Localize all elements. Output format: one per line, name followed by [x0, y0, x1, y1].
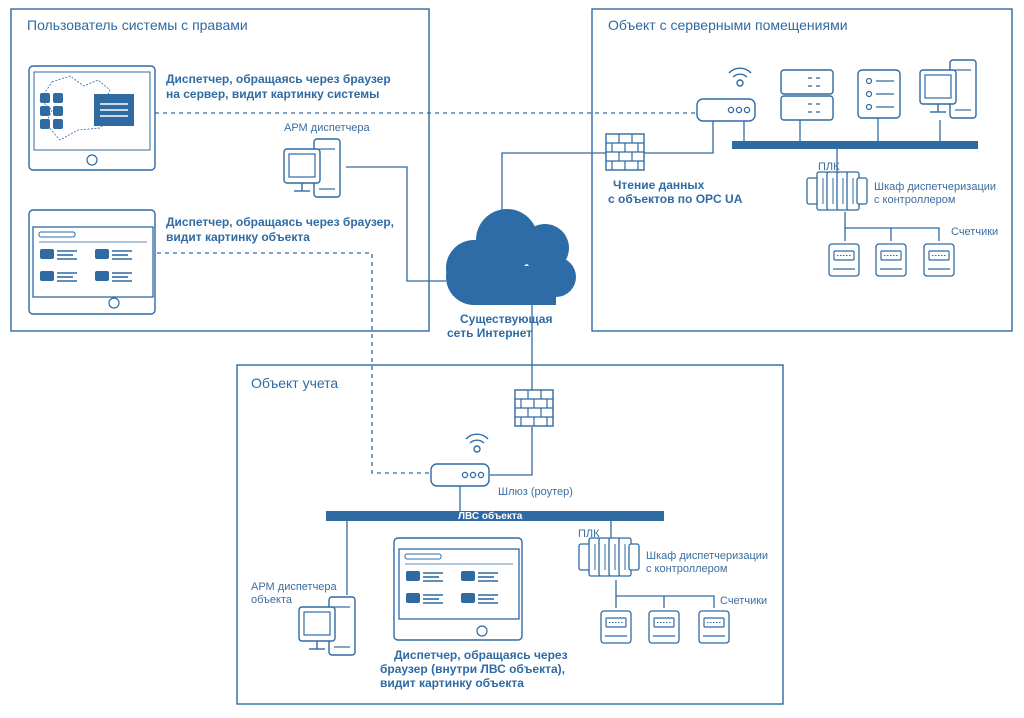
wifi-icon	[465, 433, 489, 453]
object-caption-line1: Диспетчер, обращаясь через	[394, 648, 568, 662]
cabinet-label-line2: с контроллером	[874, 194, 956, 206]
meter-icon	[648, 610, 680, 644]
monitor-dashboard-icon	[393, 537, 523, 641]
cloud-caption-line2: сеть Интернет	[447, 326, 533, 340]
zone-server-box	[591, 8, 1013, 332]
object-arm-label-line2: объекта	[251, 594, 293, 606]
firewall-icon	[514, 389, 554, 427]
lan-bus	[326, 511, 664, 521]
server-icon	[780, 69, 834, 121]
wifi-icon	[728, 67, 752, 87]
cloud-caption-line1: Существующая	[460, 312, 553, 326]
user-caption2-line2: видит картинку объекта	[166, 230, 310, 244]
user-caption2-line1: Диспетчер, обращаясь через браузер,	[166, 215, 394, 229]
zone-user-title: Пользователь системы с правами	[27, 17, 248, 33]
cabinet-label-line1: Шкаф диспетчеризации	[874, 181, 997, 193]
lan-label: ЛВС объекта	[458, 511, 523, 522]
zone-object-title: Объект учета	[251, 375, 339, 391]
meter-icon	[923, 243, 955, 277]
user-caption1-line2: на сервер, видит картинку системы	[166, 87, 380, 101]
plc-label: ПЛК	[818, 161, 840, 173]
zone-server-title: Объект с серверными помещениями	[608, 17, 848, 33]
workstation-icon	[283, 138, 341, 198]
plc-icon	[806, 171, 868, 211]
zone-object-box	[236, 364, 784, 705]
meters-label: Счетчики	[951, 226, 999, 238]
plc-icon	[578, 537, 640, 577]
object-cabinet-label-line2: с контроллером	[646, 563, 728, 575]
router-icon	[430, 463, 490, 487]
server-bus	[732, 141, 978, 149]
cloud-icon	[446, 209, 576, 305]
meter-icon	[828, 243, 860, 277]
object-caption-line3: видит картинку объекта	[380, 676, 524, 690]
object-cabinet-label-line1: Шкаф диспетчеризации	[646, 550, 769, 562]
workstation-icon	[298, 596, 356, 656]
object-meters-label: Счетчики	[720, 595, 768, 607]
monitor-dashboard-icon	[28, 209, 156, 315]
user-caption1-line1: Диспетчер, обращаясь через браузер	[166, 72, 391, 86]
opc-caption-line1: Чтение данных	[613, 178, 705, 192]
meter-icon	[698, 610, 730, 644]
object-arm-label-line1: АРМ диспетчера	[251, 581, 337, 593]
router-icon	[696, 98, 756, 122]
object-caption-line2: браузер (внутри ЛВС объекта),	[380, 662, 565, 676]
monitor-map-icon	[28, 65, 156, 171]
firewall-icon	[605, 133, 645, 171]
gateway-label: Шлюз (роутер)	[498, 486, 573, 498]
opc-caption-line2: с объектов по OPC UA	[608, 192, 743, 206]
zone-user-box	[10, 8, 430, 332]
workstation-icon	[919, 59, 977, 119]
meter-icon	[600, 610, 632, 644]
object-plc-label: ПЛК	[578, 528, 600, 540]
arm-label: АРМ диспетчера	[284, 122, 370, 134]
server-icon	[857, 69, 901, 119]
meter-icon	[875, 243, 907, 277]
